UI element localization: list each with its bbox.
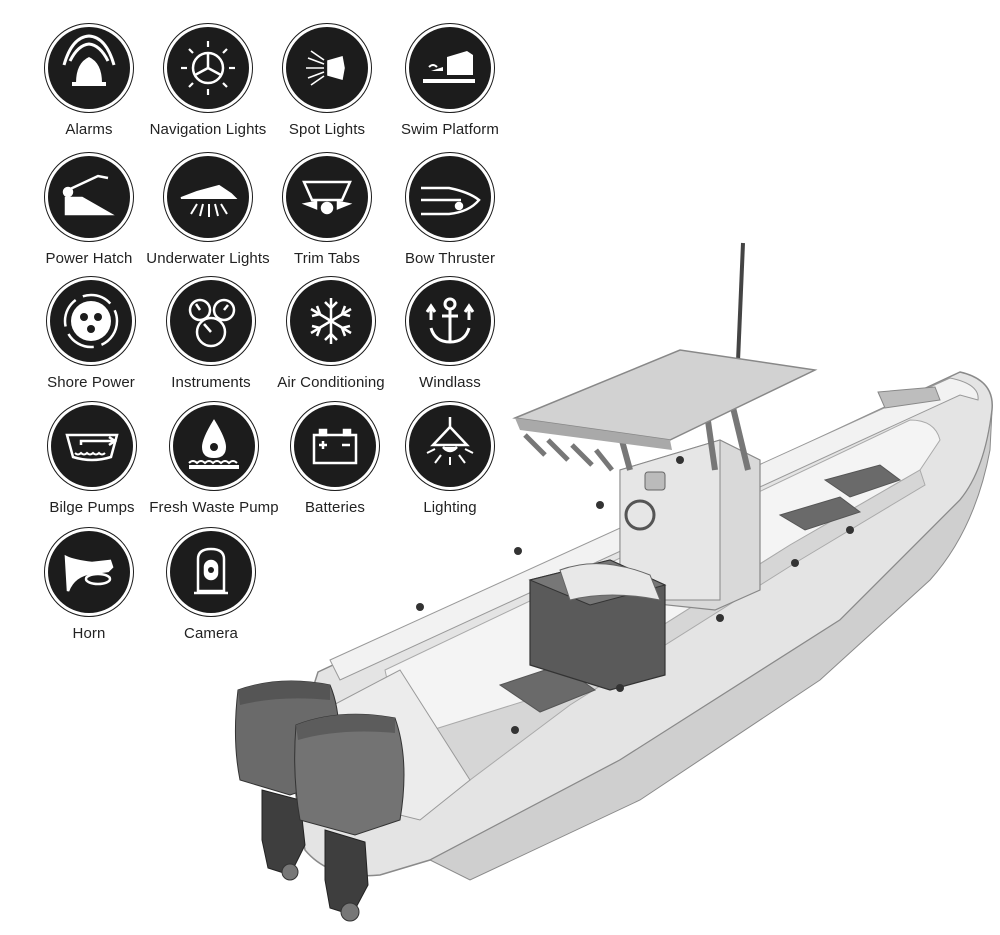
feature-navigation-lights[interactable]: Navigation Lights xyxy=(143,23,273,138)
feature-instruments[interactable]: Instruments xyxy=(146,276,276,391)
feature-power-hatch[interactable]: Power Hatch xyxy=(24,152,154,267)
feature-label: Shore Power xyxy=(47,374,135,391)
feature-bow-thruster[interactable]: Bow Thruster xyxy=(385,152,515,267)
navigation-lights-icon xyxy=(181,41,235,95)
feature-bilge-pumps[interactable]: Bilge Pumps xyxy=(27,401,157,516)
feature-spot-lights[interactable]: Spot Lights xyxy=(262,23,392,138)
feature-fresh-waste-pump[interactable]: Fresh Waste Pump xyxy=(149,401,279,516)
bell-icon xyxy=(62,34,116,86)
feature-batteries[interactable]: Batteries xyxy=(270,401,400,516)
feature-camera[interactable]: Camera xyxy=(146,527,276,642)
trim-tabs-icon xyxy=(301,180,353,215)
anchor-icon xyxy=(425,297,475,344)
feature-label: Instruments xyxy=(171,374,251,391)
camera-icon xyxy=(194,547,228,595)
console-gauge xyxy=(644,471,666,491)
feature-trim-tabs[interactable]: Trim Tabs xyxy=(262,152,392,267)
feature-label: Alarms xyxy=(65,121,113,138)
feature-label: Batteries xyxy=(304,499,366,516)
feature-label: Swim Platform xyxy=(401,121,499,138)
feature-horn[interactable]: Horn xyxy=(24,527,154,642)
steering-wheel xyxy=(624,499,656,531)
ceiling-lamp-icon xyxy=(426,417,474,465)
spotlight-icon xyxy=(306,50,345,86)
feature-label: Bilge Pumps xyxy=(49,499,135,516)
feature-label: Bow Thruster xyxy=(404,250,496,267)
feature-label: Camera xyxy=(184,625,238,642)
bilge-pump-icon xyxy=(65,433,119,462)
feature-alarms[interactable]: Alarms xyxy=(24,23,154,138)
feature-swim-platform[interactable]: Swim Platform xyxy=(385,23,515,138)
feature-lighting[interactable]: Lighting xyxy=(385,401,515,516)
battery-icon xyxy=(312,428,358,465)
bow-thruster-icon xyxy=(421,186,481,216)
bow-hatch xyxy=(877,386,941,409)
deck-hatch xyxy=(823,464,902,498)
snowflake-icon xyxy=(310,298,352,344)
feature-label: Underwater Lights xyxy=(146,250,270,267)
horn-icon xyxy=(64,554,114,592)
feature-label: Air Conditioning xyxy=(277,374,385,391)
feature-shore-power[interactable]: Shore Power xyxy=(26,276,156,391)
t-top-canopy xyxy=(512,349,818,441)
feature-label: Fresh Waste Pump xyxy=(149,499,279,516)
feature-label: Power Hatch xyxy=(45,250,133,267)
outboard-motor-right xyxy=(294,713,405,922)
feature-label: Horn xyxy=(72,625,106,642)
feature-windlass[interactable]: Windlass xyxy=(385,276,515,391)
feature-air-conditioning[interactable]: Air Conditioning xyxy=(266,276,396,391)
hull-side xyxy=(428,409,993,881)
shore-power-plug-icon xyxy=(63,293,119,349)
feature-underwater-lights[interactable]: Underwater Lights xyxy=(143,152,273,267)
feature-label: Navigation Lights xyxy=(149,121,267,138)
power-hatch-icon xyxy=(62,174,115,216)
feature-label: Trim Tabs xyxy=(294,250,360,267)
swim-platform-icon xyxy=(423,51,475,83)
seat-cushion xyxy=(559,563,661,601)
feature-label: Spot Lights xyxy=(288,121,366,138)
gauges-icon xyxy=(188,298,236,348)
water-drop-icon xyxy=(188,419,239,469)
deck-hatch xyxy=(778,496,862,531)
feature-label: Windlass xyxy=(419,374,481,391)
underwater-lights-icon xyxy=(180,184,238,217)
feature-label: Lighting xyxy=(423,499,477,516)
